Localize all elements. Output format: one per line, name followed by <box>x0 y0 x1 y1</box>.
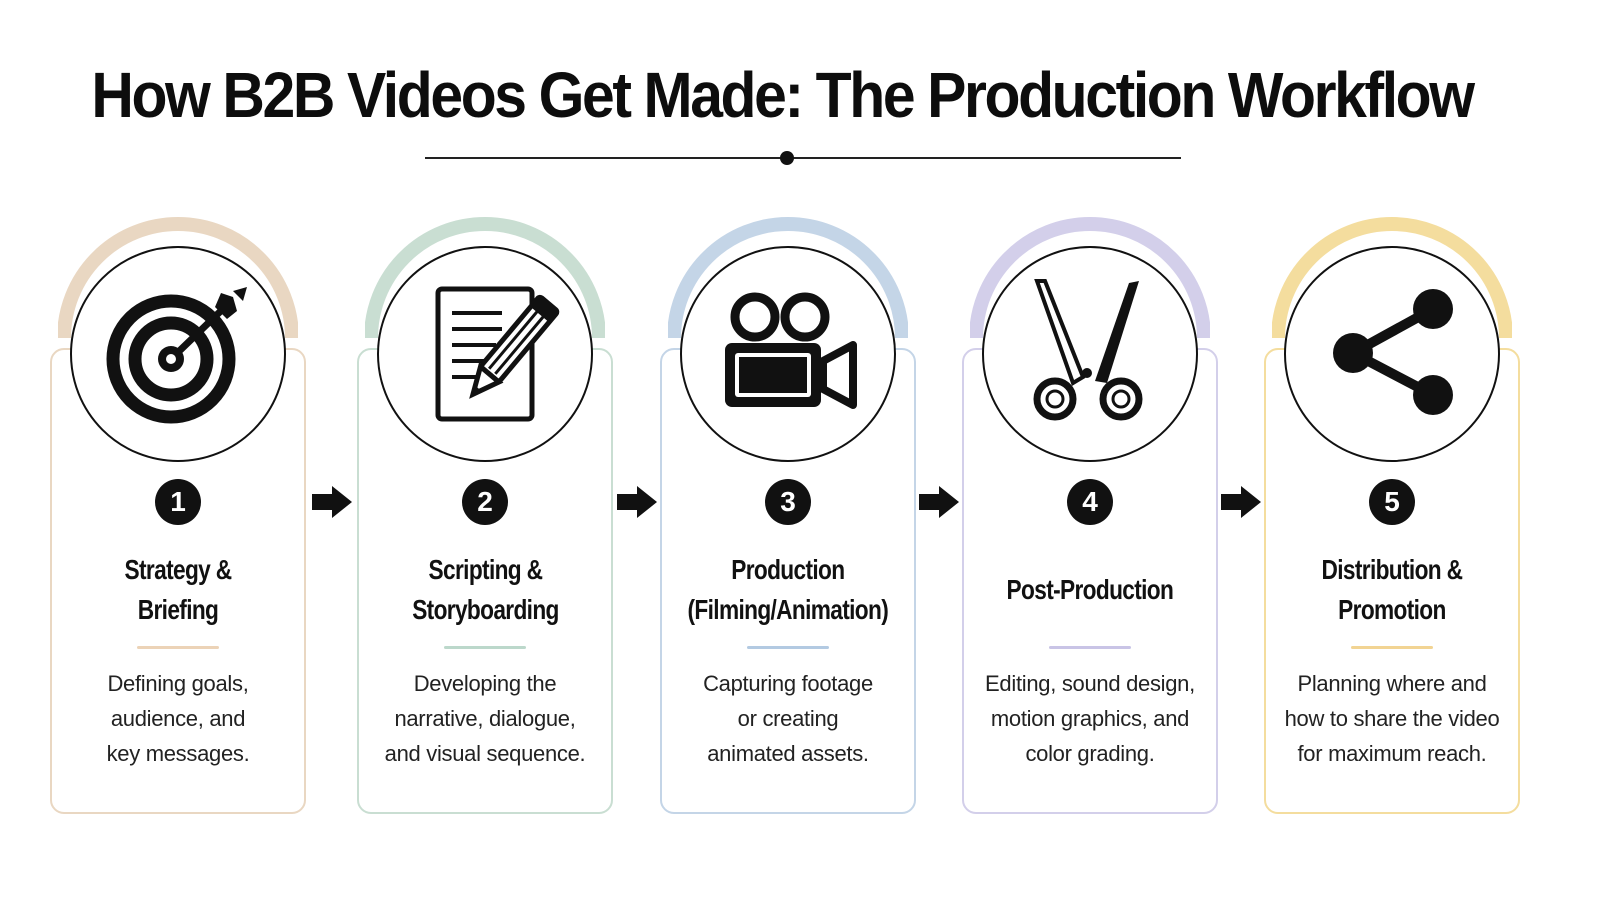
step-description-line: Defining goals, <box>107 671 249 696</box>
step-description-line: animated assets. <box>707 741 869 766</box>
step-5-arc <box>1272 217 1512 339</box>
step-5-number-badge: 5 <box>1369 479 1415 525</box>
step-description-line: Editing, sound design, <box>985 671 1195 696</box>
step-description-line: motion graphics, and <box>990 706 1190 731</box>
step-title-line: Storyboarding <box>411 594 559 625</box>
step-4-number-badge: 4 <box>1067 479 1113 525</box>
step-title-line: Strategy & <box>124 554 233 585</box>
step-description-line: Capturing footage <box>703 671 873 696</box>
step-1-title: Strategy & Briefing <box>50 548 306 632</box>
step-4-icon-circle <box>982 246 1198 462</box>
step-5-title: Distribution & Promotion <box>1264 548 1520 632</box>
step-3-icon-circle <box>680 246 896 462</box>
step-title-line: Post-Production <box>1006 574 1174 605</box>
video-camera-icon <box>713 277 863 432</box>
step-title-line: Briefing <box>137 594 219 625</box>
script-pencil-icon <box>410 277 560 432</box>
step-3-number-badge: 3 <box>765 479 811 525</box>
step-5-icon-circle <box>1284 246 1500 462</box>
step-2-rule <box>444 646 526 649</box>
step-description-line: narrative, dialogue, <box>394 706 576 731</box>
target-icon <box>103 277 253 432</box>
step-title-line: Production <box>731 554 845 585</box>
arrow-right-icon <box>919 486 959 518</box>
step-4-rule <box>1049 646 1131 649</box>
step-3-description: Capturing footage or creating animated ass… <box>660 666 916 771</box>
step-2-title: Scripting & Storyboarding <box>357 548 613 632</box>
step-5-description: Planning where and how to share the video… <box>1264 666 1520 771</box>
step-description-line: key messages. <box>106 741 250 766</box>
arrow-right-icon <box>616 486 657 518</box>
step-5-rule <box>1351 646 1433 649</box>
step-description-line: Developing the <box>413 671 557 696</box>
arrow-right-icon <box>311 486 352 518</box>
title-divider <box>425 151 1181 165</box>
step-description-line: or creating <box>737 706 839 731</box>
arrow-right-icon <box>1221 486 1261 518</box>
page-title: How B2B Videos Get Made: The Production … <box>91 59 1475 131</box>
scissors-icon <box>1015 277 1165 432</box>
step-description-line: and visual sequence. <box>384 741 586 766</box>
step-2-description: Developing the narrative, dialogue, and vi… <box>357 666 613 771</box>
step-title-line: Scripting & <box>428 554 542 585</box>
step-4-description: Editing, sound design, motion graphics, a… <box>962 666 1218 771</box>
step-2-number-badge: 2 <box>462 479 508 525</box>
step-description-line: for maximum reach. <box>1297 741 1487 766</box>
step-description-line: how to share the video <box>1284 706 1500 731</box>
step-1-number-badge: 1 <box>155 479 201 525</box>
share-icon <box>1317 277 1467 432</box>
step-1-description: Defining goals, audience, and key messages… <box>50 666 306 771</box>
step-title-line: Distribution & <box>1321 554 1463 585</box>
step-title-line: Promotion <box>1338 594 1446 625</box>
step-3-arc <box>668 217 908 339</box>
step-2-icon-circle <box>377 246 593 462</box>
step-description-line: audience, and <box>110 706 246 731</box>
step-3-title: Production (Filming/Animation) <box>660 548 916 632</box>
step-3-rule <box>747 646 829 649</box>
step-description-line: color grading. <box>1025 741 1155 766</box>
step-description-line: Planning where and <box>1297 671 1487 696</box>
step-1-arc <box>58 217 298 339</box>
step-2-arc <box>365 217 605 339</box>
step-1-icon-circle <box>70 246 286 462</box>
step-4-title: Post-Production <box>962 548 1218 632</box>
step-4-arc <box>970 217 1210 339</box>
step-1-rule <box>137 646 219 649</box>
step-title-line: (Filming/Animation) <box>687 594 889 625</box>
